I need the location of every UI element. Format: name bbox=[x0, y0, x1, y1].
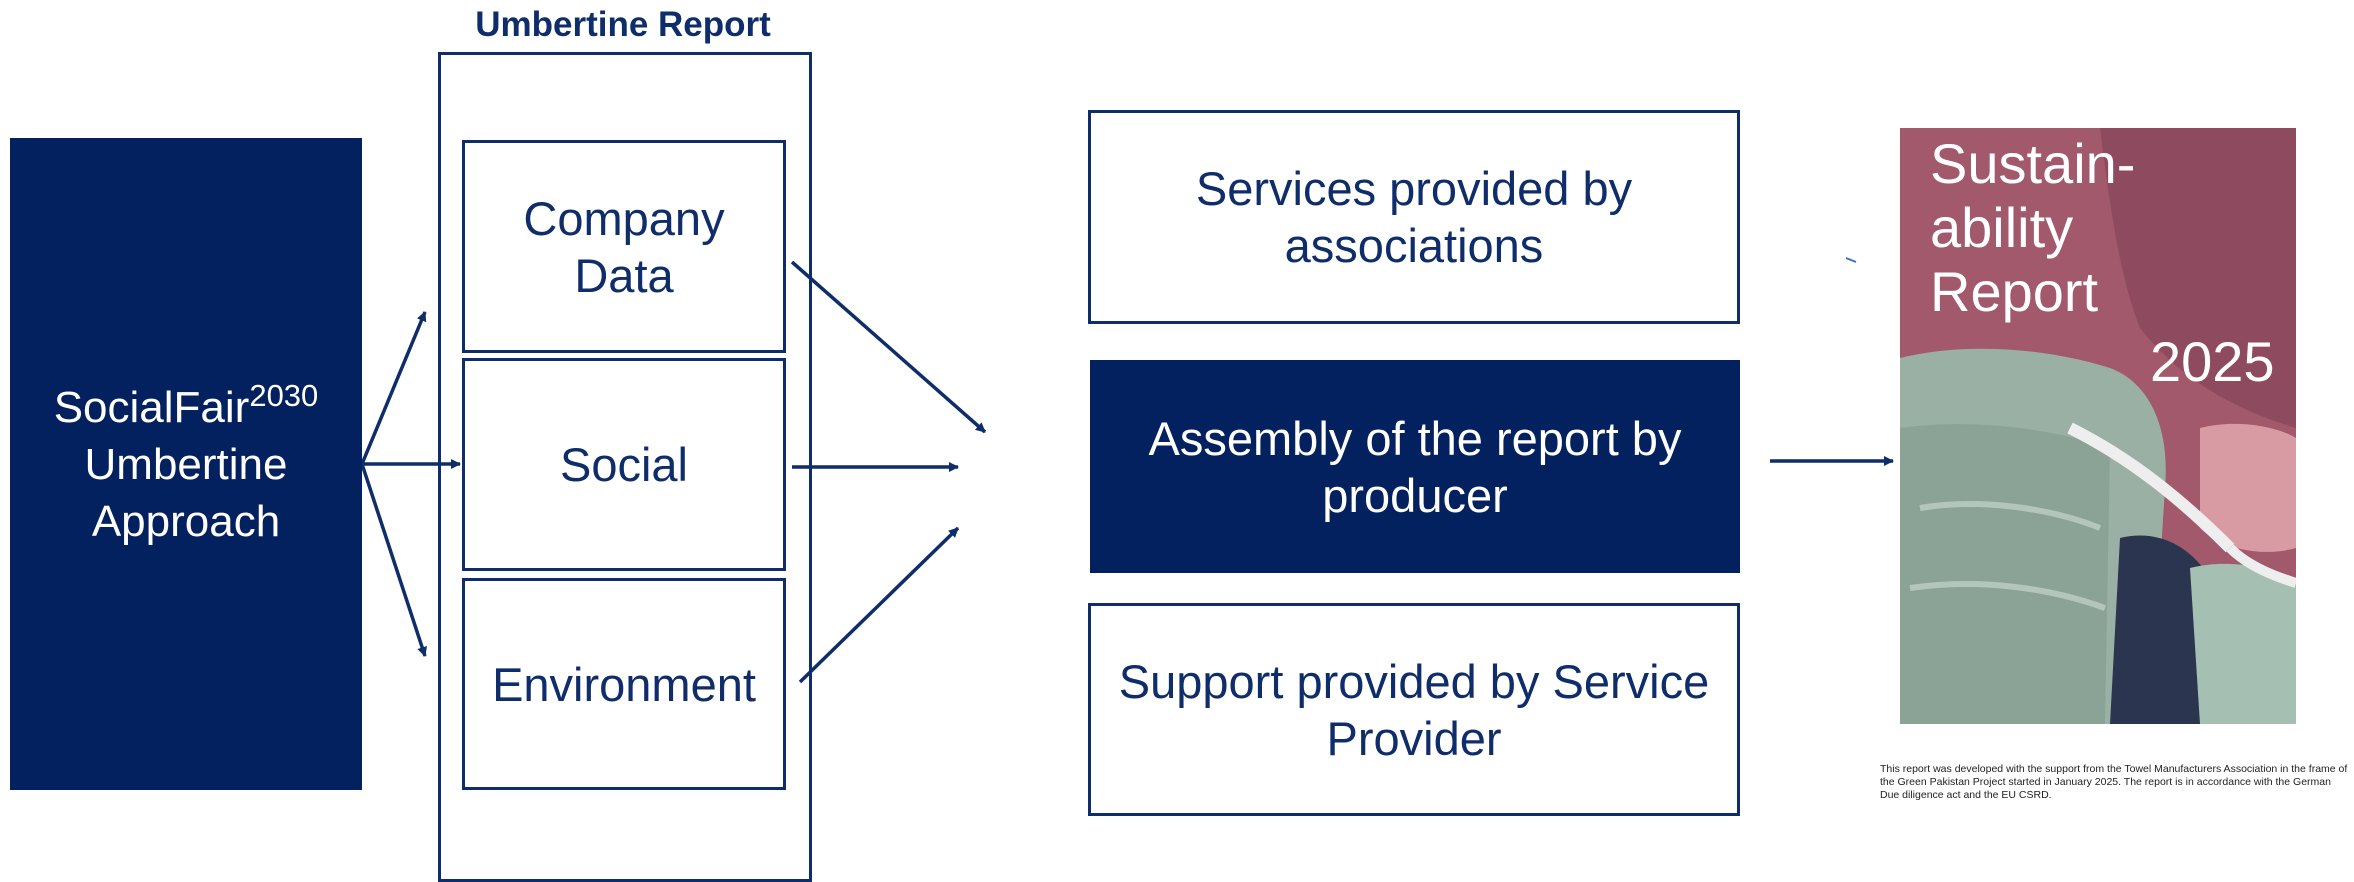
arrow-approach-to-company bbox=[360, 311, 427, 465]
cover-title-line3: Report bbox=[1930, 260, 2099, 323]
category-environment-label: Environment bbox=[492, 657, 756, 711]
arrow-company-to-services bbox=[790, 260, 987, 434]
service-associations-line2: associations bbox=[1284, 219, 1544, 272]
cover-photo bbox=[1900, 128, 2296, 724]
report-footnote: This report was developed with the suppo… bbox=[1880, 763, 2348, 801]
category-environment: Environment bbox=[462, 578, 786, 790]
umbertine-report-title: Umbertine Report bbox=[475, 5, 771, 44]
category-social-label: Social bbox=[559, 438, 688, 491]
category-company-line2: Data bbox=[574, 248, 674, 302]
arrow-approach-to-environment bbox=[360, 463, 427, 657]
approach-superscript: 2030 bbox=[249, 377, 319, 413]
service-associations-line1: Services provided by bbox=[1195, 162, 1633, 215]
category-company-data: Company Data bbox=[462, 140, 786, 353]
approach-line3: Approach bbox=[91, 496, 281, 546]
cover-title-line1: Sustain- bbox=[1930, 132, 2136, 195]
stray-dash bbox=[1845, 257, 1857, 263]
socialfair-approach-box: SocialFair2030 Umbertine Approach bbox=[10, 138, 362, 790]
service-provider-line1: Support provided by Service bbox=[1118, 654, 1710, 708]
cover-year: 2025 bbox=[2150, 330, 2275, 393]
cover-title-line2: ability bbox=[1930, 196, 2074, 259]
service-associations-box: Services provided by associations bbox=[1088, 110, 1740, 324]
assembly-by-producer-box: Assembly of the report by producer bbox=[1090, 360, 1740, 573]
approach-line2: Umbertine bbox=[84, 439, 288, 489]
assembly-line2: producer bbox=[1322, 468, 1508, 522]
sustainability-report-cover: Sustain- ability Report 2025 bbox=[1900, 128, 2296, 724]
arrow-environment-to-services bbox=[798, 526, 960, 684]
service-provider-line2: Provider bbox=[1326, 711, 1502, 765]
assembly-line1: Assembly of the report by bbox=[1148, 411, 1682, 465]
service-provider-box: Support provided by Service Provider bbox=[1088, 603, 1740, 816]
category-company-line1: Company bbox=[523, 191, 725, 245]
approach-name: SocialFair bbox=[53, 382, 250, 432]
category-social: Social bbox=[462, 358, 786, 571]
